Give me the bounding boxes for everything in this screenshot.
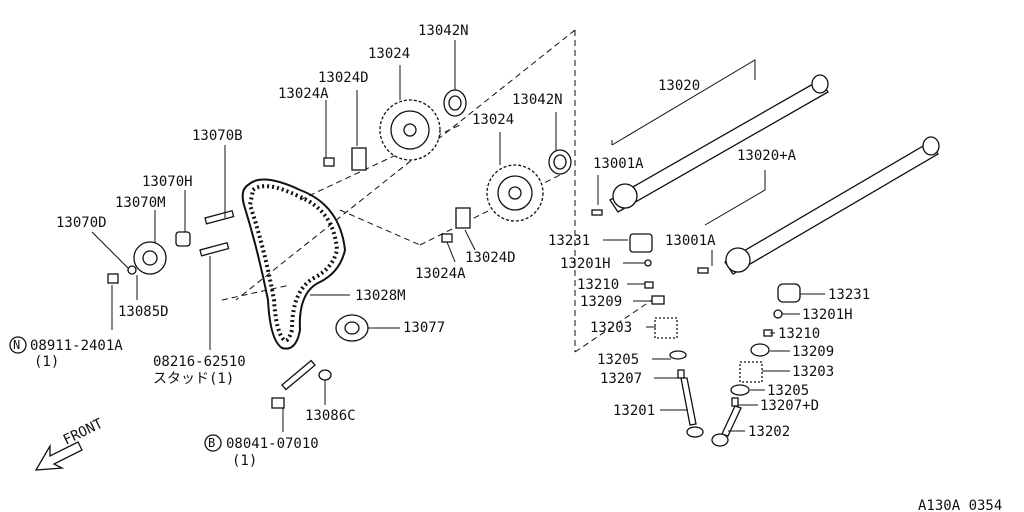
label-08911: 08911-2401A — [30, 338, 123, 354]
label-13085d: 13085D — [118, 304, 169, 320]
label-13070b: 13070B — [192, 128, 243, 144]
stud — [199, 241, 230, 257]
nut-marker: N — [13, 338, 20, 352]
idler-pulley — [335, 314, 369, 342]
label-08911-qty: (1) — [34, 354, 59, 370]
bolt-marker: B — [208, 436, 215, 450]
label-13205-left: 13205 — [597, 352, 639, 368]
oil-seal-upper — [443, 89, 467, 117]
label-13201h-right: 13201H — [802, 307, 853, 323]
plate-lower — [455, 207, 471, 229]
valve-stack-right — [711, 283, 801, 447]
label-13042n-upper: 13042N — [418, 23, 469, 39]
reference-outline — [235, 29, 656, 353]
label-13209-left: 13209 — [580, 294, 622, 310]
nut-marker-circle — [9, 336, 27, 354]
label-13070h: 13070H — [142, 174, 193, 190]
key-lower — [697, 267, 709, 274]
tensioner-spacer — [175, 231, 191, 247]
label-13020a: 13020+A — [737, 148, 797, 164]
label-13070m: 13070M — [115, 195, 166, 211]
label-13210-right: 13210 — [778, 326, 820, 342]
label-13203-right: 13203 — [792, 364, 834, 380]
label-13024a-lower: 13024A — [415, 266, 466, 282]
label-13231-right: 13231 — [828, 287, 870, 303]
label-13024d-lower: 13024D — [465, 250, 516, 266]
cam-sprocket-lower — [486, 164, 544, 222]
idler-bolt-head — [271, 397, 285, 409]
label-08041-qty: (1) — [232, 453, 257, 469]
label-13001a-upper: 13001A — [593, 156, 644, 172]
front-arrow-icon — [34, 441, 83, 471]
tensioner-pulley — [133, 241, 167, 275]
camshaft-upper — [609, 74, 829, 213]
timing-belt — [241, 178, 347, 350]
camshaft-lower — [724, 136, 940, 275]
label-13024-lower: 13024 — [472, 112, 514, 128]
cam-sprocket-upper — [379, 99, 441, 161]
key-upper — [591, 209, 603, 216]
label-13086c: 13086C — [305, 408, 356, 424]
label-13207d-right: 13207+D — [760, 398, 819, 414]
idler-washer — [318, 369, 332, 381]
label-13231-left: 13231 — [548, 233, 590, 249]
label-13202-right: 13202 — [748, 424, 790, 440]
bolt-lower — [441, 233, 453, 243]
label-13024a-upper: 13024A — [278, 86, 329, 102]
label-08216: 08216-62510 — [153, 354, 246, 370]
label-13024d-upper: 13024D — [318, 70, 369, 86]
leader-lines — [91, 40, 825, 432]
label-13042n-lower: 13042N — [512, 92, 563, 108]
bolt-marker-circle — [204, 434, 222, 452]
diagram-id: A130A 0354 — [918, 498, 1002, 512]
plate-upper — [351, 147, 367, 171]
label-13207-left: 13207 — [600, 371, 642, 387]
label-13001a-lower: 13001A — [665, 233, 716, 249]
label-13203-left: 13203 — [590, 320, 632, 336]
label-13077: 13077 — [403, 320, 445, 336]
bolt-upper — [323, 157, 335, 167]
label-13209-right: 13209 — [792, 344, 834, 360]
label-13201h-left: 13201H — [560, 256, 611, 272]
tensioner-pin — [204, 209, 235, 225]
front-label: FRONT — [61, 415, 106, 448]
label-08216-note: スタッド(1) — [153, 371, 234, 387]
label-13028m: 13028M — [355, 288, 406, 304]
idler-bolt — [281, 359, 316, 391]
label-13070d: 13070D — [56, 215, 107, 231]
label-08041: 08041-07010 — [226, 436, 319, 452]
nut — [107, 273, 119, 284]
label-13024-upper: 13024 — [368, 46, 410, 62]
label-13020: 13020 — [658, 78, 700, 94]
label-13205-right: 13205 — [767, 383, 809, 399]
label-13201-left: 13201 — [613, 403, 655, 419]
label-13210-left: 13210 — [577, 277, 619, 293]
washer — [127, 265, 137, 275]
oil-seal-lower — [548, 149, 572, 175]
